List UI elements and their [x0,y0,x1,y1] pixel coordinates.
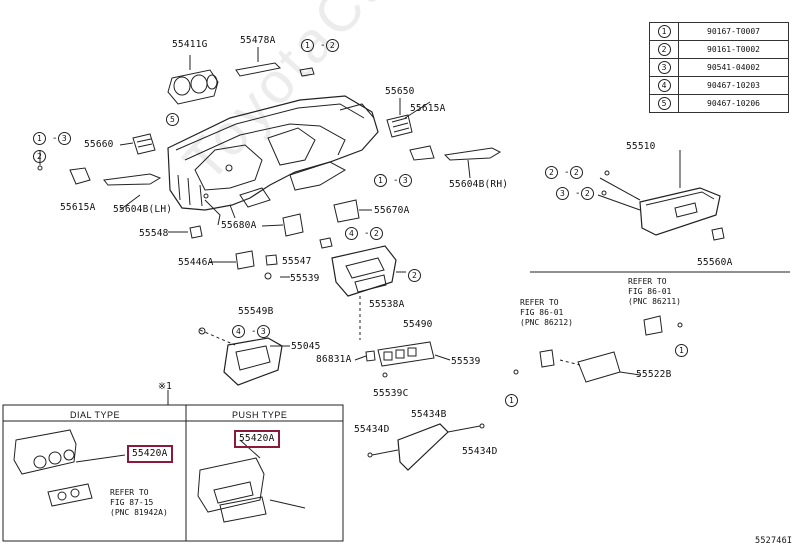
table-row: 5 90467-10206 [649,94,789,113]
push-type-control [197,439,306,523]
label-55615a-right[interactable]: 55615A [410,103,446,114]
label-55680a[interactable]: 55680A [221,220,257,231]
label-55604b-lh[interactable]: 55604B(LH) [113,204,173,215]
label-55510[interactable]: 55510 [626,141,656,152]
label-55522b[interactable]: 55522B [636,369,672,380]
callout-4-center: 4 -2 [345,227,383,240]
lower-panel-55045 [198,327,283,386]
highlighted-part-55420a-push[interactable]: 55420A [234,430,280,448]
push-type-header: PUSH TYPE [232,410,288,420]
label-55549b[interactable]: 55549B [238,306,274,317]
bezel-55538a [331,245,397,340]
table-row: 4 90467-10203 [649,76,789,95]
label-55045[interactable]: 55045 [291,341,321,352]
part-code: 90167-T0007 [678,22,789,41]
table-row: 1 90167-T0007 [649,22,789,41]
label-55478a[interactable]: 55478A [240,35,276,46]
callout-2-right: 2 -2 [545,166,583,179]
label-55560a[interactable]: 55560A [697,257,733,268]
label-55434d-right[interactable]: 55434D [462,446,498,457]
callout-2: 2 [325,39,339,52]
label-55548[interactable]: 55548 [139,228,169,239]
callout-number: 5 [657,97,671,110]
callout-number: 4 [657,79,671,92]
cluster-hood-55411g [167,55,219,105]
table-row: 3 90541-04002 [649,58,789,77]
label-55547[interactable]: 55547 [282,256,312,267]
label-55446a[interactable]: 55446A [178,257,214,268]
vent-55650 [386,98,413,138]
callout-1-3-center: 1 -3 [374,174,412,187]
label-55604b-rh[interactable]: 55604B(RH) [449,179,509,190]
callout-number: 2 [657,43,671,56]
callout-3-right: 3 -2 [556,187,594,200]
label-55434d-left[interactable]: 55434D [354,424,390,435]
trim-55434b [367,423,485,471]
callout-2-left: 2 [33,150,46,163]
page-id: 552746I [755,536,793,546]
label-55434b[interactable]: 55434B [411,409,447,420]
trim-55604b-rh [409,145,502,179]
trim-55604b-lh [37,165,162,186]
footnote-mark: ※1 [158,381,173,392]
instrument-panel-outline [167,95,379,226]
callout-5: 5 [166,113,179,126]
glove-box-55510 [597,150,725,241]
parts-table: 1 90167-T0007 2 90161-T0002 3 90541-04002 4… [649,22,789,113]
dial-type-control [13,429,126,507]
callout-1-lower: 1 [505,394,518,407]
panel-frames [2,390,344,542]
vent-55680a [261,213,304,237]
label-55411g[interactable]: 55411G [172,39,208,50]
leader-lines [39,101,451,361]
callout-number: 3 [657,61,671,74]
label-55660[interactable]: 55660 [84,139,114,150]
label-55490[interactable]: 55490 [403,319,433,330]
label-55539-upper[interactable]: 55539 [290,273,320,284]
highlighted-part-55420a-dial[interactable]: 55420A [127,445,173,463]
part-code: 90467-10203 [678,76,789,95]
callout-2-bezel: 2 [408,269,421,282]
label-55670a[interactable]: 55670A [374,205,410,216]
small-parts-left [189,225,333,280]
handle-55478a [235,47,315,77]
vent-55660 [119,133,156,155]
dial-type-header: DIAL TYPE [70,410,121,420]
part-code: 90467-10206 [678,94,789,113]
label-55615a-left[interactable]: 55615A [60,202,96,213]
callout-1: 1 -2 [301,39,339,52]
callout-1-right: 1 [675,344,688,357]
label-55650[interactable]: 55650 [385,86,415,97]
label-55539-right[interactable]: 55539 [451,356,481,367]
callout-number: 1 [657,25,671,38]
callout-1-3: 1 -3 [33,132,71,145]
callout-4-lower: 4 -3 [232,325,270,338]
table-row: 2 90161-T0002 [649,40,789,59]
vent-55670a [333,199,372,223]
label-86831a[interactable]: 86831A [316,354,352,365]
bracket-55522b [513,271,790,383]
label-55539c[interactable]: 55539C [373,388,409,399]
part-code: 90161-T0002 [678,40,789,59]
label-55538a[interactable]: 55538A [369,299,405,310]
switch-panel-55490 [365,341,435,378]
part-code: 90541-04002 [678,58,789,77]
